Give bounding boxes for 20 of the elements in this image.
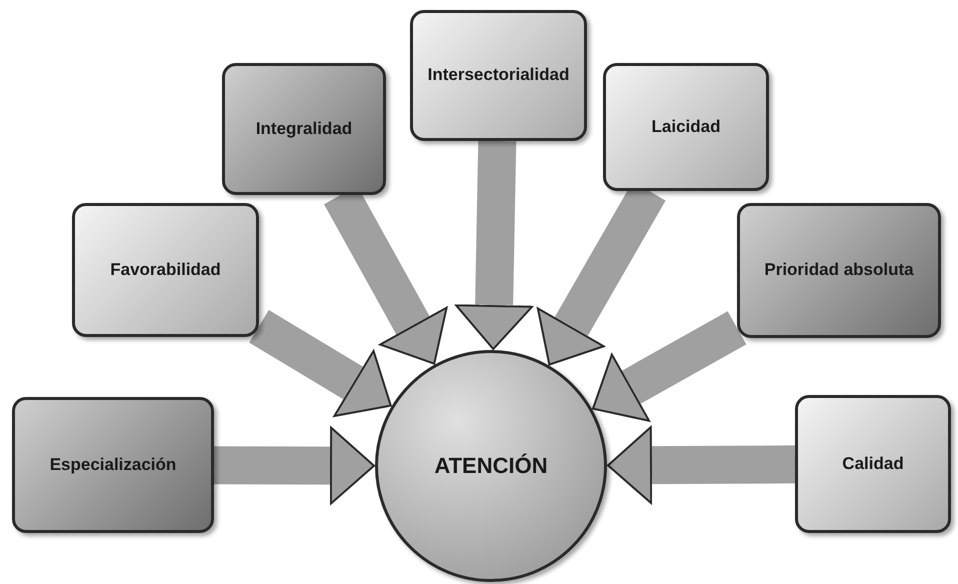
box-label: Calidad	[841, 454, 905, 474]
principle-box	[410, 10, 587, 141]
block-arrow	[607, 426, 796, 504]
box-label: Prioridad absoluta	[763, 260, 915, 281]
block-arrow	[592, 311, 746, 422]
block-arrow	[455, 140, 534, 350]
block-arrow	[214, 426, 375, 505]
principle-box	[737, 203, 941, 338]
box-label: Intersectorialidad	[426, 65, 570, 86]
principle-box	[12, 397, 214, 533]
box-label: Favorabilidad	[109, 260, 222, 280]
box-label: Especialización	[48, 454, 178, 476]
principle-box	[795, 395, 951, 533]
block-arrow	[249, 310, 392, 418]
principle-box	[72, 203, 259, 337]
box-label: Laicidad	[650, 116, 722, 138]
principle-box	[222, 63, 386, 195]
box-label: ATENCIÓN	[433, 452, 549, 480]
box-label: Integralidad	[254, 118, 354, 140]
principle-box	[603, 63, 769, 191]
